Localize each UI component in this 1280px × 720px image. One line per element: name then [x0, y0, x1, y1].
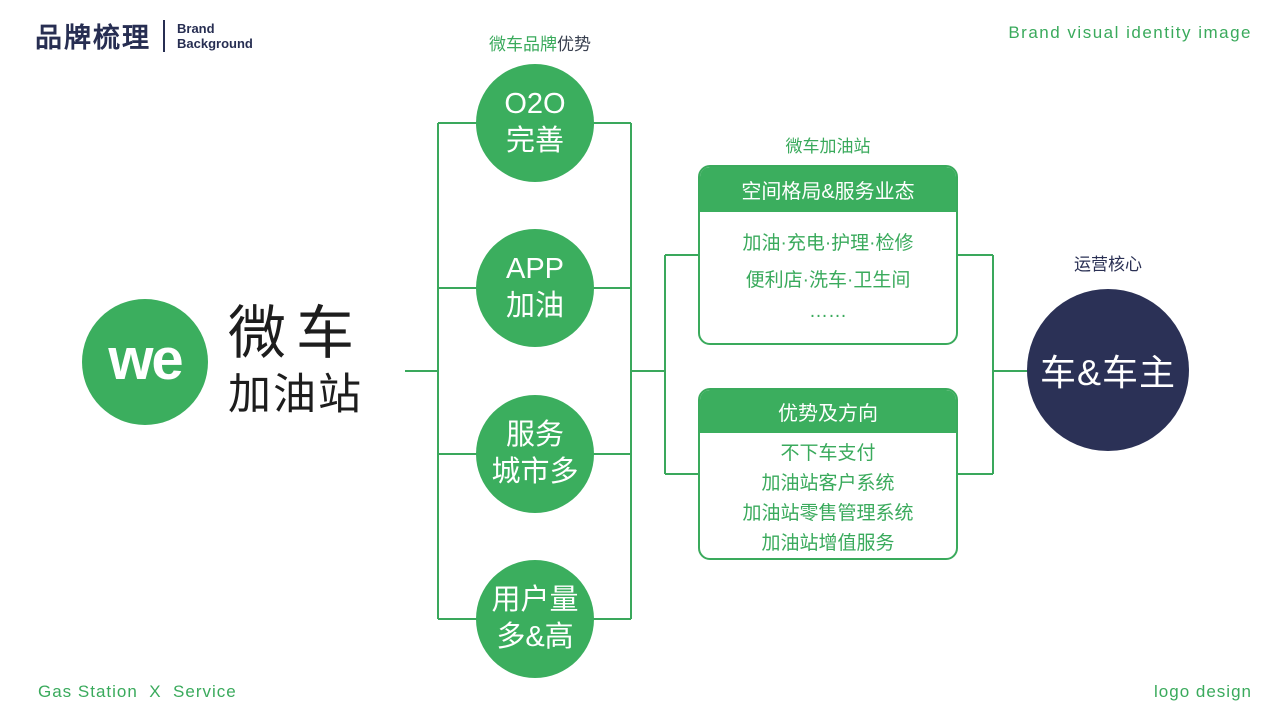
header-divider: [163, 19, 165, 52]
brand-name-line2: 加油站: [228, 371, 363, 419]
brand-visual-caption: Brand visual identity image: [1008, 23, 1252, 42]
advantage-circle-users-line2: 多&高: [496, 621, 574, 653]
advantage-circle-service: 服务 城市多: [476, 395, 594, 513]
advantage-circle-app-line1: APP: [505, 253, 565, 285]
station-box-direction-body: 不下车支付 加油站客户系统 加油站零售管理系统 加油站增值服务: [700, 433, 956, 558]
advantage-circle-users-line1: 用户量: [491, 584, 579, 616]
station-box-direction-line2: 加油站客户系统: [761, 473, 895, 494]
core-caption: 运营核心: [1074, 255, 1142, 274]
header-brand-block: 品牌梳理 Brand Background: [35, 16, 253, 55]
footer-left-caption: Gas Station X Service: [38, 682, 237, 701]
station-box-layout-body: 加油·充电·护理·检修 便利店·洗车·卫生间 ……: [700, 212, 956, 343]
advantage-circle-o2o-line2: 完善: [505, 125, 564, 157]
station-caption: 微车加油站: [785, 137, 871, 156]
brand-name-line1: 微车: [228, 301, 365, 366]
core-circle: 车&车主: [1027, 289, 1189, 451]
core-circle-label: 车&车主: [1039, 352, 1176, 393]
station-box-direction-line3: 加油站零售管理系统: [742, 503, 914, 524]
station-box-layout-line3: ……: [809, 301, 847, 323]
we-logo: we: [82, 299, 208, 425]
station-box-layout-line2: 便利店·洗车·卫生间: [745, 269, 911, 291]
station-box-layout-title: 空间格局&服务业态: [700, 167, 956, 212]
station-box-layout-line1: 加油·充电·护理·检修: [742, 232, 914, 254]
advantage-circle-service-line1: 服务: [505, 419, 564, 451]
advantages-caption-green: 微车品牌: [489, 35, 557, 54]
station-box-direction-line4: 加油站增值服务: [761, 533, 895, 554]
advantage-circle-users: 用户量 多&高: [476, 560, 594, 678]
advantages-caption: 微车品牌优势: [460, 30, 620, 55]
footer-right-caption: logo design: [1154, 682, 1252, 701]
advantages-caption-dark: 优势: [557, 35, 591, 54]
header-title-en-line2: Background: [177, 35, 253, 51]
station-box-layout: 空间格局&服务业态 加油·充电·护理·检修 便利店·洗车·卫生间 ……: [698, 165, 958, 345]
advantage-circle-app-line2: 加油: [505, 290, 564, 322]
header-title-en-line1: Brand: [177, 20, 215, 36]
station-box-direction-title: 优势及方向: [700, 390, 956, 433]
advantage-circle-app: APP 加油: [476, 229, 594, 347]
we-logo-mark: we: [108, 326, 183, 392]
header-title-zh: 品牌梳理: [35, 23, 151, 53]
advantage-circle-o2o: O2O 完善: [476, 64, 594, 182]
advantage-circle-o2o-line1: O2O: [504, 88, 566, 120]
advantage-circle-service-line2: 城市多: [491, 456, 579, 488]
station-box-direction: 优势及方向 不下车支付 加油站客户系统 加油站零售管理系统 加油站增值服务: [698, 388, 958, 560]
brand-name: 微车 加油站: [228, 301, 365, 419]
header-title-en: Brand Background: [177, 21, 253, 51]
station-box-direction-line1: 不下车支付: [780, 443, 876, 464]
